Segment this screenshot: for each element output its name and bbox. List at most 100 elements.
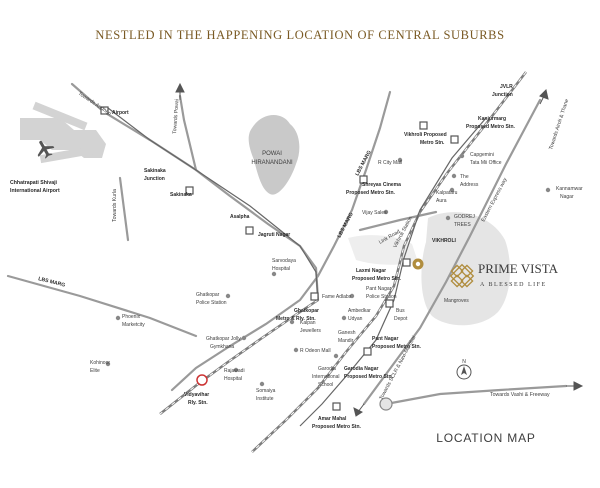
towards-airoli-label: Towards Airoli & Thane — [548, 98, 570, 150]
towards-vashi-label: Towards Vashi & Freeway — [490, 392, 550, 398]
phoenix-label: Marketcity — [122, 322, 145, 328]
kanjurmarg-label: Kanjurmarg — [478, 116, 506, 122]
towards-powai-label: Towards Powai — [172, 99, 180, 134]
amar-mahal-label: Amar Mahal — [318, 416, 347, 422]
ghatkopar-metro-label: Metro & Rly. Stn. — [276, 316, 316, 322]
jagruti-nagar-label: Jagruti Nagar — [258, 232, 290, 238]
vikhroli-label: VIKHROLI — [432, 238, 457, 244]
junction-icon — [379, 397, 393, 411]
vikhroli-metro-label: Metro Stn. — [420, 140, 445, 146]
mangroves-label: Mangroves — [444, 298, 469, 304]
lbs-marg-label: LBS MARG — [336, 212, 354, 239]
place-labels: Airport Sakinaka Junction Sakinaka Asalp… — [90, 84, 583, 430]
brand-name: PRIME VISTA — [478, 261, 559, 276]
lake-label-line1: POWAI — [262, 151, 282, 157]
lbs-marg-label: LBS MARG — [354, 150, 372, 177]
brand-tagline: A BLESSED LIFE — [480, 282, 547, 288]
direction-arrows — [175, 82, 584, 417]
ganesh-label: Mandir — [338, 338, 354, 344]
somaiya-label: Somaiya — [256, 388, 276, 394]
kalpan-label: Jewellers — [300, 328, 321, 334]
pant-metro-label: Proposed Metro Stn. — [372, 344, 422, 350]
sakinaka-label: Sakinaka — [170, 192, 192, 198]
svg-text:N: N — [462, 359, 466, 365]
pins — [105, 153, 551, 387]
phoenix-label: Phoenix — [122, 314, 141, 320]
shreyas-label: Proposed Metro Stn. — [346, 190, 396, 196]
kannamwar-label: Nagar — [560, 194, 574, 200]
metro-line — [107, 107, 487, 427]
ghatkopar-jolly-label: Gymkhana — [210, 344, 234, 350]
airport-label-line1: Chhatrapati Shivaji — [10, 180, 58, 186]
capgemini-label: Tata Mii Office — [470, 160, 502, 166]
godrej-label: GODREJ — [454, 214, 475, 220]
kannamwar-label: Kannamwar — [556, 186, 583, 192]
airport-label-line2: International Airport — [10, 188, 60, 194]
sarvodaya-label: Sarvodaya — [272, 258, 296, 264]
airplane-icon — [37, 140, 55, 159]
somaiya-label: Institute — [256, 396, 274, 402]
kalpan-label: Kalpan — [300, 320, 316, 326]
sarvodaya-label: Hospital — [272, 266, 290, 272]
garodia-school-label: Garodia — [318, 366, 336, 372]
ghatkopar-jolly-label: Ghatkopar Jolly — [206, 336, 241, 342]
page-title: NESTLED IN THE HAPPENING LOCATION OF CEN… — [95, 28, 504, 42]
godrej-label: TREES — [454, 222, 471, 228]
kanjurmarg-label: Proposed Metro Stn. — [466, 124, 516, 130]
garodia-school-label: International — [312, 374, 340, 380]
pant-metro-label: Pant Nagar — [372, 336, 398, 342]
garodia-metro-label: Proposed Metro Stn. — [344, 374, 394, 380]
r-city-label: R City Mall — [378, 160, 402, 166]
garodia-school-label: School — [318, 382, 333, 388]
vidyavihar-station-icon — [196, 374, 208, 386]
vijay-sales-label: Vijay Sales — [362, 210, 387, 216]
laxmi-nagar-label: Laxmi Nagar — [356, 268, 386, 274]
ganesh-label: Ganesh — [338, 330, 356, 336]
sakinaka-junction-label: Sakinaka — [144, 168, 166, 174]
roads — [6, 82, 568, 406]
laxmi-nagar-label: Proposed Metro Stn. — [352, 276, 402, 282]
ghatkopar-police-label: Ghatkopar — [196, 292, 220, 298]
kalpataru-label: Aura — [436, 198, 447, 204]
vikhroli-metro-label: Vikhroli Proposed — [404, 132, 447, 138]
airport-station-label: Airport — [112, 110, 129, 116]
ambedkar-label: Udyan — [348, 316, 363, 322]
asalpha-label: Asalpha — [230, 214, 250, 220]
location-map-caption: LOCATION MAP — [436, 431, 535, 445]
kohinoor-label: Kohinoor — [90, 360, 110, 366]
garodia-metro-label: Garodia Nagar — [344, 366, 379, 372]
rajawadi-label: Hospital — [224, 376, 242, 382]
vidyavihar-label: Rly. Stn. — [188, 400, 208, 406]
sakinaka-junction-label: Junction — [144, 176, 165, 182]
ambedkar-label: Ambedkar — [348, 308, 371, 314]
kalpataru-label: Kalpataru — [436, 190, 458, 196]
compass-icon: N — [456, 359, 472, 380]
prime-vista-logo — [449, 263, 475, 289]
vidyavihar-label: Vidyavihar — [184, 392, 209, 398]
lbs-marg-label: LBS MARG — [38, 276, 66, 289]
the-address-label: The — [460, 174, 469, 180]
towards-kurla-label: Towards Kurla — [112, 189, 118, 222]
powai-lake — [248, 115, 300, 195]
shreyas-label: Shreyas Cinema — [362, 182, 401, 188]
jvlr-label: JVLR — [500, 84, 513, 90]
amar-mahal-label: Proposed Metro Stn. — [312, 424, 362, 430]
bus-depot-label: Depot — [394, 316, 408, 322]
airport-runways — [20, 101, 106, 164]
fame-label: Fame Adlabs — [322, 294, 352, 300]
capgemini-label: Capgemini — [470, 152, 494, 158]
towards-andheri-label: Towards Andheri — [77, 91, 112, 117]
ghatkopar-police-label: Police Station — [196, 300, 227, 306]
r-odeon-label: R Odeon Mall — [300, 348, 331, 354]
project-location-pin — [412, 258, 424, 270]
jvlr-label: Junction — [492, 92, 513, 98]
station-markers — [100, 106, 459, 411]
ghatkopar-metro-label: Ghatkopar — [294, 308, 319, 314]
the-address-label: Address — [460, 182, 479, 188]
kohinoor-label: Elite — [90, 368, 100, 374]
lake-label-line2: HIRANANDANI — [251, 160, 293, 166]
bus-depot-label: Bus — [396, 308, 405, 314]
eastern-express-label: Eastern Express way — [480, 177, 508, 223]
